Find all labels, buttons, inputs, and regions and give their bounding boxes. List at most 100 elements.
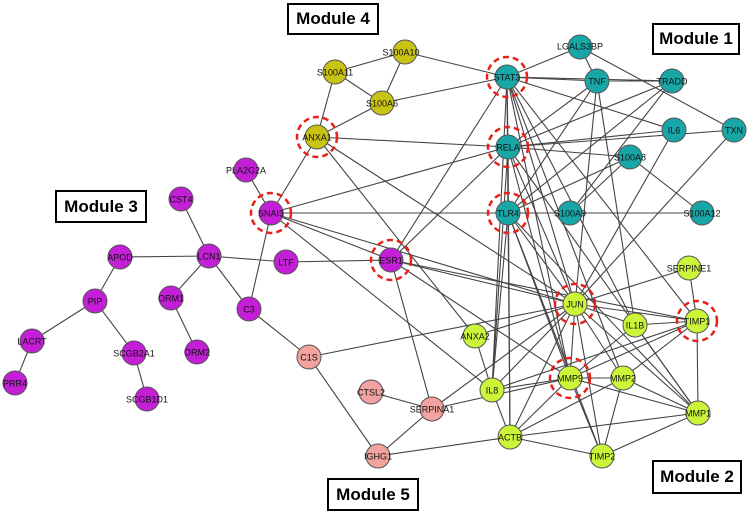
node-serpina1: SERPINA1 — [410, 396, 454, 422]
node-circle-ighg1 — [365, 443, 391, 469]
node-circle-cst4 — [168, 186, 194, 212]
hub-ring-esr1 — [369, 238, 413, 282]
node-apod: APOD — [107, 244, 133, 270]
node-label-c3: C3 — [243, 305, 255, 315]
node-label-ctsl2: CTSL2 — [357, 388, 385, 398]
node-circle-stat3 — [494, 64, 520, 90]
node-circle-tlr4 — [495, 200, 521, 226]
node-circle-s100a12 — [689, 200, 715, 226]
node-label-ighg1: IGHG1 — [364, 452, 392, 462]
edge-jun-serpine1 — [574, 267, 690, 305]
node-circle-serpina1 — [419, 396, 445, 422]
node-ctsl2: CTSL2 — [357, 379, 385, 405]
edge-tradd-rela — [507, 80, 673, 148]
edge-jun-actb — [509, 303, 576, 438]
hub-ring-rela — [486, 125, 530, 169]
edge-timp1-mmp2 — [622, 320, 698, 379]
node-label-c1s: C1S — [300, 353, 318, 363]
node-circle-tradd — [659, 68, 685, 94]
edge-esr1-mmp9 — [390, 259, 571, 379]
node-lgals3bp: LGALS3BP — [557, 34, 603, 60]
node-label-tradd: TRADD — [657, 77, 688, 87]
node-label-mmp9: MMP9 — [557, 374, 583, 384]
node-circle-serpine1 — [676, 255, 702, 281]
edge-ltf-esr1 — [285, 259, 392, 263]
node-label-il8: IL8 — [486, 386, 499, 396]
node-esr1: ESR1 — [378, 247, 404, 273]
edge-il1b-mmp1 — [634, 324, 699, 414]
node-jun: JUN — [562, 291, 588, 317]
hub-ring-jun — [553, 282, 597, 326]
node-serpine1: SERPINE1 — [667, 255, 711, 281]
node-s100a10: S100A10 — [382, 39, 420, 65]
edge-rela-snai3 — [270, 146, 509, 214]
edge-tlr4-mmp1 — [507, 212, 699, 414]
edge-rela-il6 — [507, 129, 675, 148]
edge-s100a8-s100a12 — [629, 156, 703, 214]
edge-mmp9-mmp1 — [569, 377, 699, 414]
node-circle-s100a6 — [369, 90, 395, 116]
node-label-tlr4: TLR4 — [497, 209, 519, 219]
node-label-anxa2: ANXA2 — [460, 332, 490, 342]
edge-tlr4-s100a8 — [507, 156, 631, 214]
module-2-label: Module 2 — [652, 460, 742, 494]
edge-s100a6-stat3 — [381, 76, 508, 104]
hub-ring-tlr4 — [486, 191, 530, 235]
node-circle-anxa2 — [462, 323, 488, 349]
node-tlr4: TLR4 — [495, 200, 521, 226]
node-label-s100a9: S100A9 — [554, 209, 586, 219]
node-label-apod: APOD — [107, 253, 133, 263]
hub-ring-mmp9 — [548, 356, 592, 400]
node-circle-jun — [562, 291, 588, 317]
node-circle-prr4 — [2, 370, 28, 396]
node-s100a8: S100A8 — [614, 144, 646, 170]
edge-serpina1-jun — [431, 303, 576, 410]
node-circle-orm1 — [158, 285, 184, 311]
module-4-label: Module 4 — [287, 3, 379, 35]
node-label-stat3: STAT3 — [494, 73, 521, 83]
edge-tradd-s100a9 — [569, 80, 673, 214]
node-circle-lacrt — [19, 328, 45, 354]
node-orm2: ORM2 — [184, 339, 210, 365]
node-circle-snai3 — [258, 200, 284, 226]
node-il8: IL8 — [479, 377, 505, 403]
node-stat3: STAT3 — [494, 64, 521, 90]
node-circle-s100a9 — [557, 200, 583, 226]
edge-rela-mmp9 — [507, 146, 571, 379]
node-label-timp1: TIMP1 — [684, 317, 711, 327]
module-1-label: Module 1 — [652, 23, 740, 55]
edge-tnf-rela — [507, 80, 598, 148]
edge-anxa1-anxa2 — [316, 136, 476, 337]
node-pla2g2a: PLA2G2A — [226, 157, 266, 183]
node-label-s100a8: S100A8 — [614, 153, 646, 163]
edge-apod-lcn1 — [119, 255, 210, 258]
node-label-timp2: TIMP2 — [589, 452, 616, 462]
edge-tnf-tlr4 — [507, 80, 598, 214]
edge-esr1-jun — [390, 259, 576, 305]
edge-s100a10-stat3 — [404, 51, 508, 78]
edge-mmp9-il8 — [491, 377, 571, 391]
node-mmp9: MMP9 — [557, 365, 583, 391]
node-anxa2: ANXA2 — [460, 323, 490, 349]
node-circle-ctsl2 — [358, 379, 384, 405]
edge-tlr4-il8 — [491, 212, 509, 391]
edge-s100a8-s100a9 — [569, 156, 631, 214]
edge-c3-c1s — [248, 308, 310, 358]
node-label-lacrt: LACRT — [17, 337, 47, 347]
node-label-s100a11: S100A11 — [317, 68, 353, 78]
node-il6: IL6 — [661, 117, 687, 143]
edge-anxa1-jun — [316, 136, 576, 305]
node-pip: PIP — [82, 288, 108, 314]
node-circle-tnf — [584, 68, 610, 94]
node-circle-scgb2a1 — [121, 340, 147, 366]
node-mmp1: MMP1 — [685, 400, 711, 426]
node-label-s100a10: S100A10 — [382, 48, 419, 58]
edge-jun-mmp2 — [574, 303, 624, 379]
edge-lcn1-ltf — [208, 255, 287, 263]
edge-jun-timp2 — [574, 303, 603, 457]
node-circle-c1s — [296, 344, 322, 370]
node-label-mmp1: MMP1 — [685, 409, 711, 419]
hub-ring-timp1 — [675, 299, 719, 343]
node-circle-c3 — [236, 296, 262, 322]
